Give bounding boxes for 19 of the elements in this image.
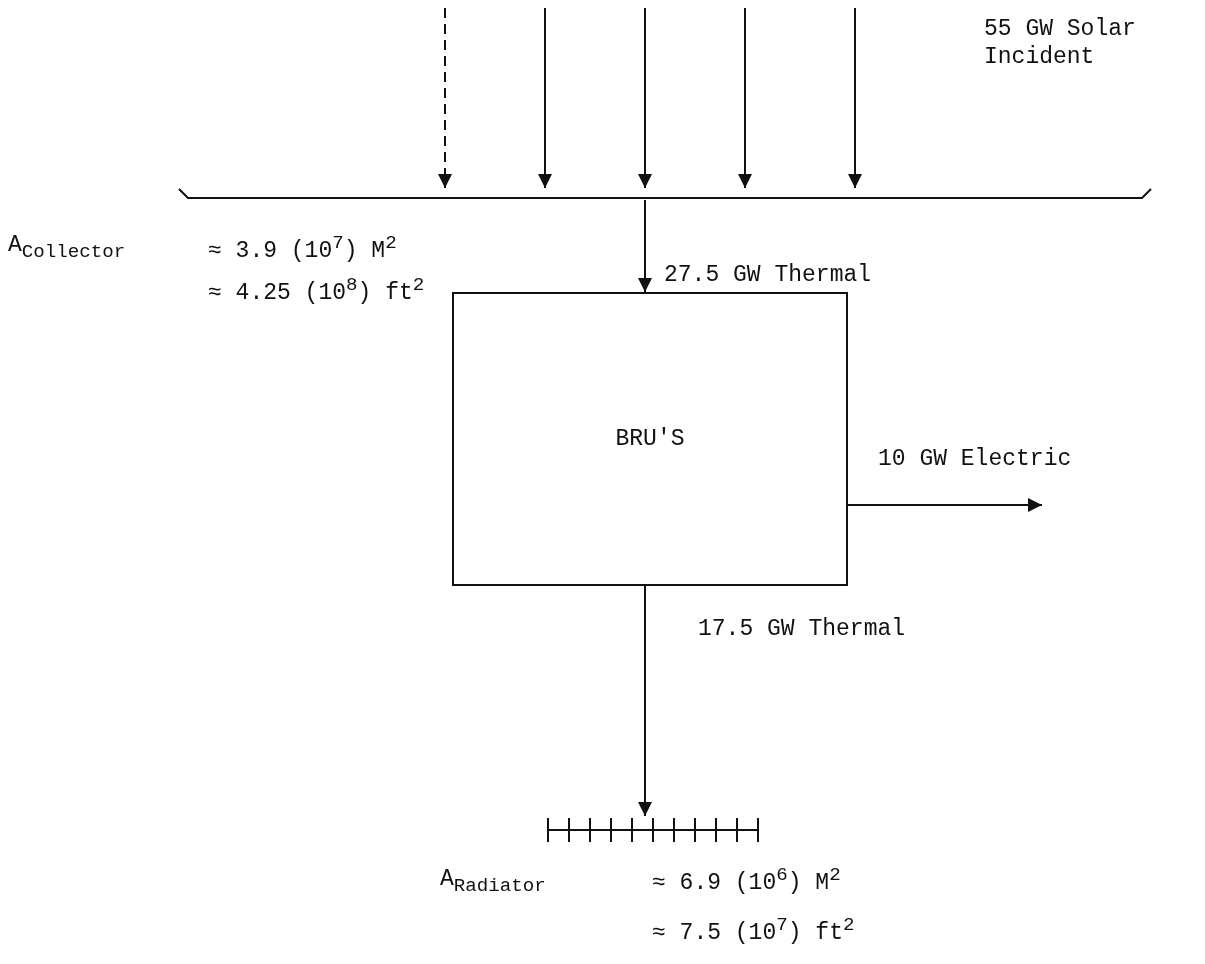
area-annotation: A$_{Collector}$ xyxy=(8,232,126,264)
arrow xyxy=(438,7,452,189)
area-annotation: ≈ 6.9 (10$^{6}$) M$^{2}$ xyxy=(652,864,841,898)
arrow xyxy=(538,7,552,189)
arrow xyxy=(848,7,862,189)
arrow xyxy=(638,585,652,817)
area-annotation: A$_{Radiator}$ xyxy=(440,866,546,898)
radiator-bar xyxy=(546,816,760,844)
process-box xyxy=(452,292,848,586)
area-annotation: ≈ 4.25 (10$^{8}$) ft$^{2}$ xyxy=(208,274,425,308)
arrow xyxy=(638,7,652,189)
area-annotation: ≈ 7.5 (10$^{7}$) ft$^{2}$ xyxy=(652,914,855,948)
flux-label: 55 GW Solar Incident xyxy=(984,16,1137,72)
box-label: BRU'S xyxy=(615,426,685,452)
collector-bar xyxy=(178,188,1152,200)
arrow xyxy=(847,498,1043,512)
arrow xyxy=(738,7,752,189)
arrow xyxy=(638,199,652,293)
area-annotation: ≈ 3.9 (10$^{7}$) M$^{2}$ xyxy=(208,232,397,266)
